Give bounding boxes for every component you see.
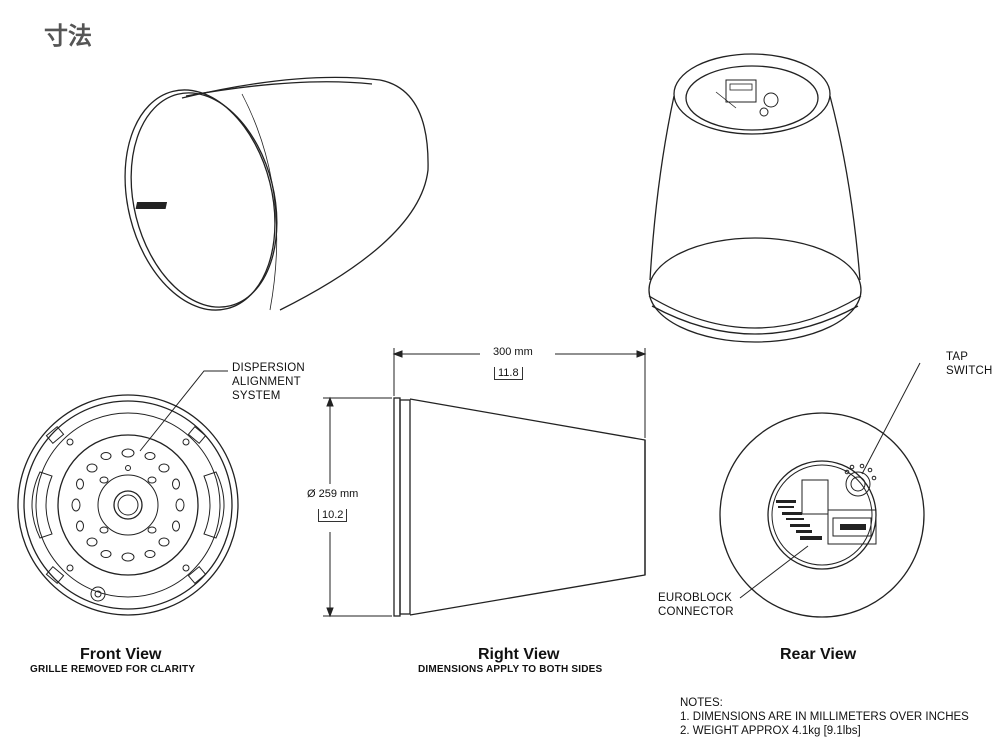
iso-rear-speaker xyxy=(648,53,862,343)
callout-line: TAP xyxy=(946,351,969,363)
right-view-subtitle: DIMENSIONS APPLY TO BOTH SIDES xyxy=(418,664,603,675)
callout-line: CONNECTOR xyxy=(658,606,734,618)
front-view-subtitle: GRILLE REMOVED FOR CLARITY xyxy=(30,664,196,675)
euroblock-callout: EUROBLOCK CONNECTOR xyxy=(658,591,734,619)
notes-block: NOTES: 1. DIMENSIONS ARE IN MILLIMETERS … xyxy=(680,696,969,738)
diameter-dimension-lines xyxy=(323,396,392,618)
rear-view-title: Rear View xyxy=(780,646,857,663)
iso-front-speaker xyxy=(124,76,429,311)
tap-switch-callout: TAP SWITCH xyxy=(946,350,993,378)
bose-logo xyxy=(135,202,168,209)
diameter-mm-label: Ø 259 mm xyxy=(307,488,359,500)
length-in-label: 11.8 xyxy=(494,367,523,380)
callout-line: SYSTEM xyxy=(232,390,281,402)
page-title: 寸法 xyxy=(44,22,92,50)
length-dimension-lines xyxy=(392,348,647,438)
note-item: 2. WEIGHT APPROX 4.1kg [9.1lbs] xyxy=(680,725,861,737)
right-view-drawing xyxy=(393,397,646,617)
callout-line: DISPERSION xyxy=(232,362,305,374)
callout-line: SWITCH xyxy=(946,365,993,377)
callout-line: EUROBLOCK xyxy=(658,592,733,604)
front-view-title: Front View xyxy=(80,646,162,663)
length-mm-label: 300 mm xyxy=(493,346,533,358)
rear-view-drawing xyxy=(719,362,925,618)
callout-line: ALIGNMENT xyxy=(232,376,301,388)
diameter-in-label: 10.2 xyxy=(318,509,348,522)
note-item: 1. DIMENSIONS ARE IN MILLIMETERS OVER IN… xyxy=(680,711,969,723)
front-view-drawing xyxy=(17,370,239,616)
right-view-title: Right View xyxy=(478,646,560,663)
notes-heading: NOTES: xyxy=(680,697,723,709)
dispersion-callout: DISPERSION ALIGNMENT SYSTEM xyxy=(232,361,305,403)
